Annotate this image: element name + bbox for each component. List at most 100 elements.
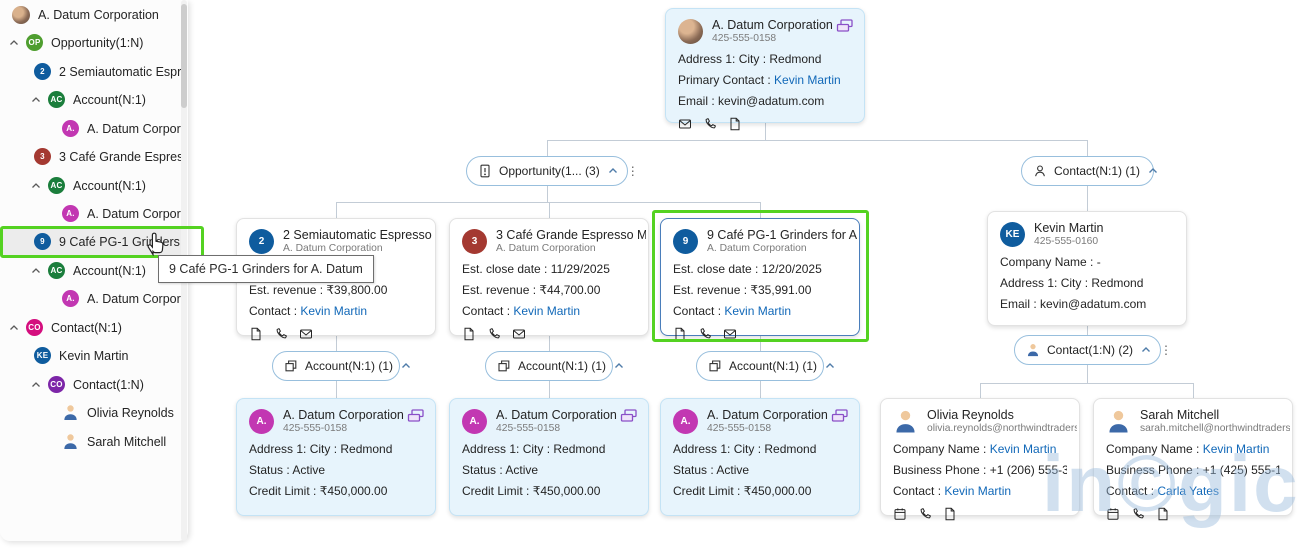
contact-link[interactable]: Kevin Martin (944, 484, 1012, 498)
chevron-up-icon[interactable] (607, 165, 619, 177)
open-records-icon[interactable] (407, 409, 425, 422)
node-account-group[interactable]: Account(N:1) (1) (696, 351, 835, 381)
card-subtitle: A. Datum Corporation (496, 243, 596, 254)
contact-icon (1035, 165, 1045, 177)
tree-item-adatum[interactable]: A. A. Datum Corporation (0, 114, 181, 143)
more-icon[interactable]: ⋮ (626, 164, 639, 178)
tree-item-opportunity-2[interactable]: 2 2 Semiautomatic Espresso M (0, 57, 181, 86)
tree-item-kevin-martin[interactable]: KE Kevin Martin (0, 341, 181, 370)
calendar-icon[interactable] (1106, 507, 1120, 521)
file-icon[interactable] (728, 117, 742, 131)
tree-item-opportunity-9-selected[interactable]: 9 9 Café PG-1 Grinders for A. (0, 227, 181, 256)
contact-card-sarah[interactable]: Sarah Mitchell sarah.mitchell@northwindt… (1093, 398, 1293, 521)
file-icon[interactable] (249, 327, 263, 341)
file-icon[interactable] (462, 327, 476, 341)
record-badge: KE (1000, 222, 1025, 247)
node-label: Contact(1:N) (2) (1047, 343, 1134, 357)
record-badge: A. (62, 205, 79, 222)
company-link[interactable]: Kevin Martin (989, 442, 1057, 456)
contact-link[interactable]: Kevin Martin (513, 304, 581, 318)
file-icon[interactable] (673, 327, 687, 341)
more-icon[interactable]: ⋮ (1160, 343, 1173, 357)
tree-item-label: Opportunity(1:N) (51, 35, 144, 50)
tree-item-contact-n1[interactable]: CO Contact(N:1) (0, 313, 181, 342)
chevron-up-icon[interactable] (30, 379, 42, 391)
phone-icon[interactable] (487, 327, 501, 341)
tree-item-account-n1[interactable]: AC Account(N:1) (0, 171, 181, 200)
file-icon[interactable] (943, 507, 957, 521)
node-account-group[interactable]: Account(N:1) (1) (485, 351, 624, 381)
account-card[interactable]: A. A. Datum Corporation 425-555-0158 Add… (449, 398, 649, 516)
open-records-icon[interactable] (836, 19, 854, 32)
tree-item-opportunity-3[interactable]: 3 3 Café Grande Espresso Ma (0, 142, 181, 171)
phone-icon[interactable] (703, 117, 717, 131)
tree-item-label: Account(N:1) (73, 263, 146, 278)
mail-icon[interactable] (723, 327, 737, 341)
mail-icon[interactable] (678, 117, 692, 131)
chevron-up-icon[interactable] (30, 265, 42, 277)
chevron-up-icon[interactable] (8, 37, 20, 49)
chevron-up-icon[interactable] (30, 180, 42, 192)
contact-card-kevin[interactable]: KE Kevin Martin 425-555-0160 Company Nam… (987, 211, 1187, 326)
tree-item-contact-1n[interactable]: CO Contact(1:N) (0, 370, 181, 399)
tree-item-account-n1[interactable]: AC Account(N:1) (0, 85, 181, 114)
node-contact-n1-group[interactable]: Contact(N:1) (1) (1021, 156, 1158, 186)
account-card[interactable]: A. A. Datum Corporation 425-555-0158 Add… (236, 398, 436, 516)
chevron-up-icon[interactable] (1147, 165, 1159, 177)
tooltip: 9 Café PG-1 Grinders for A. Datum (158, 255, 374, 283)
chevron-up-icon[interactable] (824, 360, 836, 372)
contact-link[interactable]: Carla Yates (1157, 484, 1219, 498)
contact-card-olivia[interactable]: Olivia Reynolds olivia.reynolds@northwin… (880, 398, 1080, 521)
open-records-icon[interactable] (620, 409, 638, 422)
connector-line (547, 140, 1088, 141)
phone-icon[interactable] (274, 327, 288, 341)
phone-icon[interactable] (1131, 507, 1145, 521)
tree-item-label: A. Datum Corporation (87, 291, 181, 306)
account-card[interactable]: A. A. Datum Corporation 425-555-0158 Add… (660, 398, 860, 516)
chevron-up-icon[interactable] (30, 94, 42, 106)
person-icon (896, 410, 915, 433)
tree-item-olivia-reynolds[interactable]: Olivia Reynolds (0, 398, 181, 427)
person-icon (1109, 410, 1128, 433)
connector-line (980, 383, 981, 398)
node-account-group[interactable]: Account(N:1) (1) (272, 351, 411, 381)
tree-item-adatum[interactable]: A. A. Datum Corporation (0, 284, 181, 313)
tree-item-sarah-mitchell[interactable]: Sarah Mitchell (0, 427, 181, 456)
field-row: Primary Contact : Kevin Martin (678, 73, 841, 87)
card-title: 9 Café PG-1 Grinders for A. Da (707, 228, 857, 242)
opportunity-card-selected[interactable]: 9 9 Café PG-1 Grinders for A. Da A. Datu… (660, 218, 860, 341)
sidebar-scrollbar-thumb[interactable] (181, 4, 187, 108)
field-row: Est. close date : 12/20/2025 (673, 262, 822, 276)
phone-icon[interactable] (698, 327, 712, 341)
node-contact-1n-group[interactable]: Contact(1:N) (2) ⋮ (1014, 335, 1172, 365)
calendar-icon[interactable] (893, 507, 907, 521)
chevron-up-icon[interactable] (1140, 344, 1152, 356)
tree-item-opportunity-1n[interactable]: OP Opportunity(1:N) (0, 28, 181, 57)
company-link[interactable]: Kevin Martin (1202, 442, 1270, 456)
chevron-up-icon[interactable] (613, 360, 625, 372)
contact-link[interactable]: Kevin Martin (774, 73, 841, 87)
mail-icon[interactable] (299, 327, 313, 341)
tree-item-account-n1[interactable]: AC Account(N:1) (0, 256, 181, 285)
mail-icon[interactable] (512, 327, 526, 341)
connector-line (549, 336, 550, 351)
person-icon (64, 405, 77, 420)
tree-item-root-account[interactable]: A. Datum Corporation (0, 0, 181, 29)
phone-icon[interactable] (918, 507, 932, 521)
open-records-icon[interactable] (831, 409, 849, 422)
field-row: Company Name : Kevin Martin (1106, 442, 1270, 456)
chevron-up-icon[interactable] (8, 322, 20, 334)
entity-badge: AC (48, 177, 65, 194)
field-row: Business Phone : +1 (425) 555-1190 (1106, 463, 1280, 477)
contact-link[interactable]: Kevin Martin (724, 304, 792, 318)
field-row: Business Phone : +1 (206) 555-3342 (893, 463, 1067, 477)
tree-item-adatum[interactable]: A. A. Datum Corporation (0, 199, 181, 228)
file-icon[interactable] (1156, 507, 1170, 521)
node-opportunity-group[interactable]: Opportunity(1... (3) ⋮ (466, 156, 639, 186)
record-badge: A. (62, 290, 79, 307)
chevron-up-icon[interactable] (400, 360, 412, 372)
opportunity-card[interactable]: 3 3 Café Grande Espresso Machi A. Datum … (449, 218, 649, 341)
contact-link[interactable]: Kevin Martin (300, 304, 368, 318)
person-icon (64, 434, 77, 449)
root-account-card[interactable]: A. Datum Corporation 425-555-0158 Addres… (665, 8, 865, 131)
